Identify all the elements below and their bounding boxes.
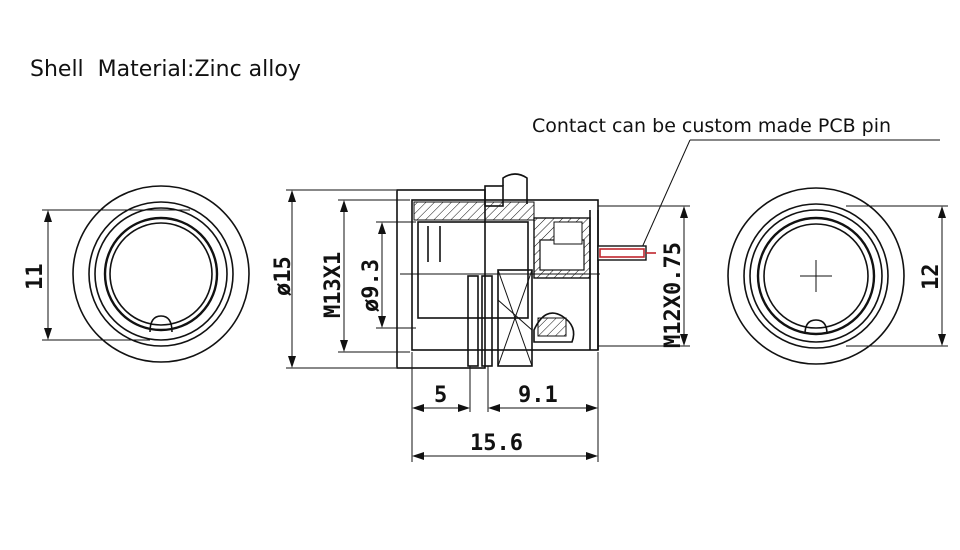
note-leader-line [639,139,940,253]
dim-right-height: 12 [919,264,944,291]
dim-length-total: 15.6 [470,431,523,456]
section-vertical-dims [286,189,416,369]
section-horizontal-dims [411,352,599,462]
right-rear-view [727,187,948,365]
left-front-view [42,185,250,363]
dim-outer-diameter: ø15 [271,256,296,296]
dim-left-height: 11 [23,264,48,291]
dim-inner-diameter: ø9.3 [359,259,384,312]
section-rear-thread-dim [598,205,690,347]
side-section-view [396,173,656,369]
dim-thread-rear: M12X0.75 [661,242,686,348]
dim-length-rear: 9.1 [518,383,558,408]
pcb-pin-note: Contact can be custom made PCB pin [532,115,891,137]
shell-material-title: Shell Material:Zinc alloy [30,57,301,82]
dim-thread-front: M13X1 [321,252,346,318]
dim-length-front: 5 [434,383,447,408]
